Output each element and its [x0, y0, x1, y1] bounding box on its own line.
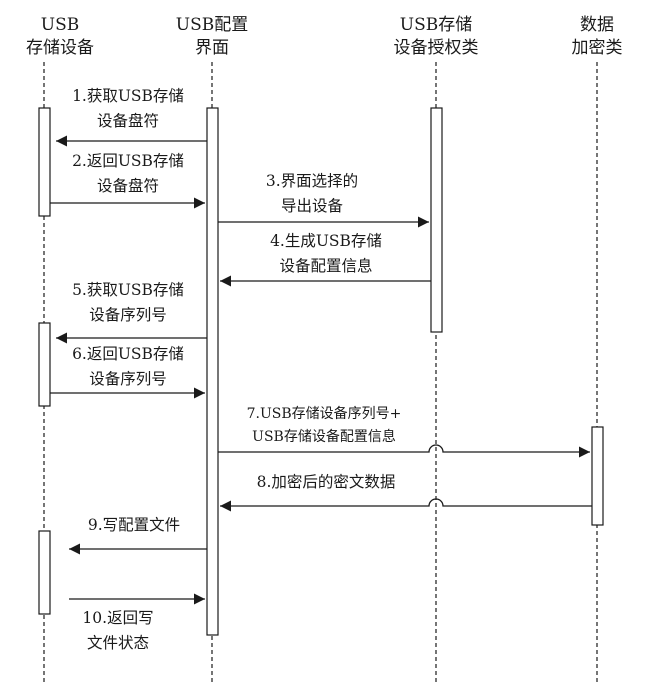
message-m3-line1: 3.界面选择的	[266, 172, 358, 190]
participant-crypto-line2: 加密类	[572, 38, 623, 58]
activation-storage-3	[38, 530, 51, 615]
participant-storage-line1: USB	[41, 15, 79, 35]
message-m6-line1: 6.返回USB存储	[72, 345, 184, 363]
message-m9-line1: 9.写配置文件	[88, 516, 180, 534]
message-m3-line2: 导出设备	[281, 197, 344, 215]
activation-crypto	[591, 426, 604, 526]
message-m2-line1: 2.返回USB存储	[72, 152, 184, 170]
message-m4-line2: 设备配置信息	[279, 257, 372, 275]
activation-storage-1	[38, 107, 51, 217]
participant-auth-line2: 设备授权类	[394, 38, 479, 58]
participant-ui-line2: 界面	[195, 38, 229, 58]
message-m4-line1: 4.生成USB存储	[270, 232, 382, 250]
message-m1-line1: 1.获取USB存储	[72, 87, 184, 105]
message-m2-line2: 设备盘符	[97, 176, 159, 195]
message-m8-line1: 8.加密后的密文数据	[257, 473, 396, 491]
message-m5-line2: 设备序列号	[89, 306, 167, 324]
participant-auth-line1: USB存储	[400, 15, 472, 35]
message-m1-line2: 设备盘符	[97, 111, 159, 130]
participant-storage-line2: 存储设备	[26, 38, 94, 58]
arrow-m8	[220, 498, 592, 512]
activation-auth	[430, 107, 443, 333]
message-m10-line1: 10.返回写	[82, 609, 153, 627]
activation-storage-2	[38, 322, 51, 407]
participant-ui-line1: USB配置	[176, 15, 248, 35]
activation-ui	[206, 107, 219, 636]
message-m10-line2: 文件状态	[87, 634, 149, 652]
message-m6-line2: 设备序列号	[89, 370, 167, 388]
message-m5-line1: 5.获取USB存储	[72, 281, 184, 299]
message-m7-line2: USB存储设备配置信息	[252, 428, 396, 445]
message-m7-line1: 7.USB存储设备序列号+	[247, 405, 402, 422]
participant-crypto-line1: 数据	[580, 15, 614, 35]
arrow-m7	[218, 444, 590, 458]
